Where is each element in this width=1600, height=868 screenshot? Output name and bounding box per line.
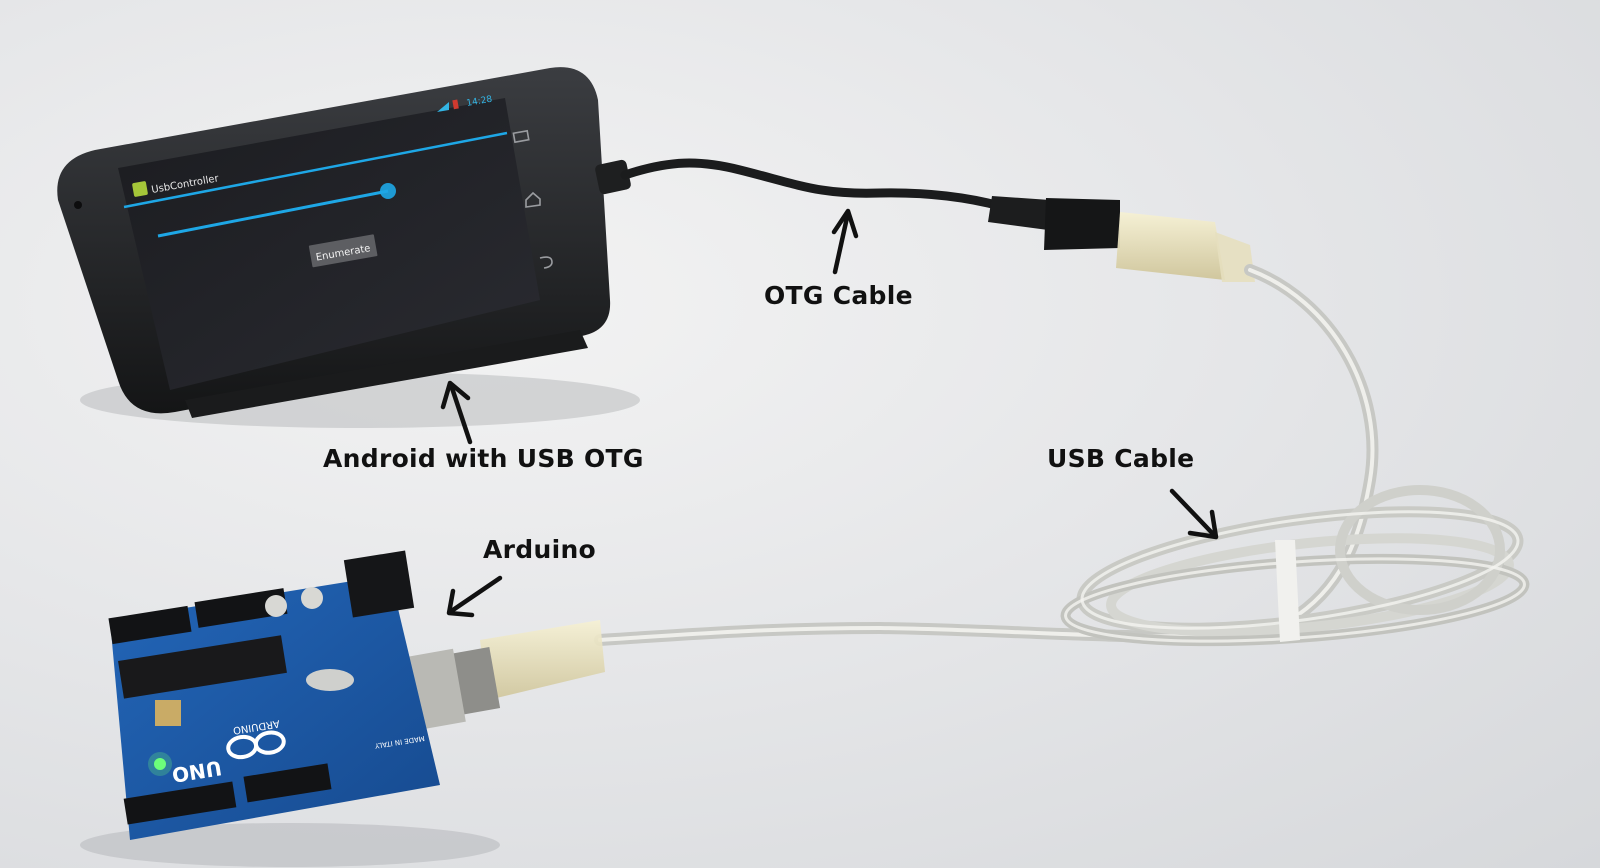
arduino-infinity-logo [226,730,286,760]
recent-apps-icon[interactable] [512,129,530,144]
arduino-arrow [446,575,503,618]
enumerate-button[interactable]: Enumerate [308,234,378,268]
phone-camera [74,201,82,209]
signal-icon [437,102,449,112]
otg-cable-arrow [831,208,859,275]
status-time: 14:28 [466,95,494,109]
usb-cable-label: USB Cable [1047,444,1195,473]
back-icon[interactable] [539,256,553,269]
phone-screen: 14:28 UsbController Enumerate [118,95,553,390]
usb-cable [376,212,1530,736]
android-arrow [440,380,473,445]
arduino-label: Arduino [483,535,597,564]
arduino-board: UNO ARDUINO MADE IN ITALY [108,550,440,840]
otg-cable-label: OTG Cable [764,281,913,310]
home-icon[interactable] [525,191,541,208]
android-label: Android with USB OTG [323,444,644,473]
usb-cable-arrow [1169,488,1219,540]
otg-cable [595,158,1120,250]
seek-bar-track[interactable] [157,189,389,238]
app-icon [132,181,148,197]
android-phone: 14:28 UsbController Enumerate [57,67,611,418]
seek-bar-thumb[interactable] [380,183,396,199]
battery-icon [452,99,459,110]
title-divider [123,131,508,209]
